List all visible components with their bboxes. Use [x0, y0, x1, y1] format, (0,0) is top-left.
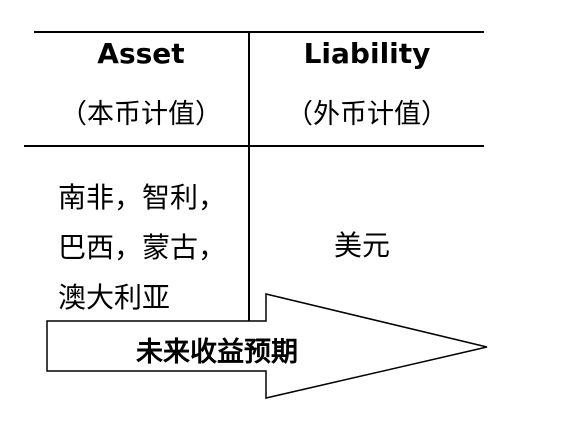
arrow-outline [46, 293, 488, 399]
asset-cell-line-2: 巴西，蒙古， [58, 231, 227, 264]
table-header-divider [24, 145, 484, 147]
asset-cell-line-3: 澳大利亚 [58, 281, 171, 314]
asset-header-title: Asset [97, 37, 185, 70]
liability-cell-value: 美元 [334, 229, 391, 262]
liability-header-subtitle: （外币计值） [286, 99, 448, 130]
table-top-border [34, 31, 484, 33]
table-column-divider [248, 31, 250, 331]
asset-header-subtitle: （本币计值） [60, 99, 222, 130]
liability-header-title: Liability [303, 37, 431, 70]
arrow-label: 未来收益预期 [136, 337, 298, 368]
asset-cell-line-1: 南非，智利， [58, 181, 227, 214]
